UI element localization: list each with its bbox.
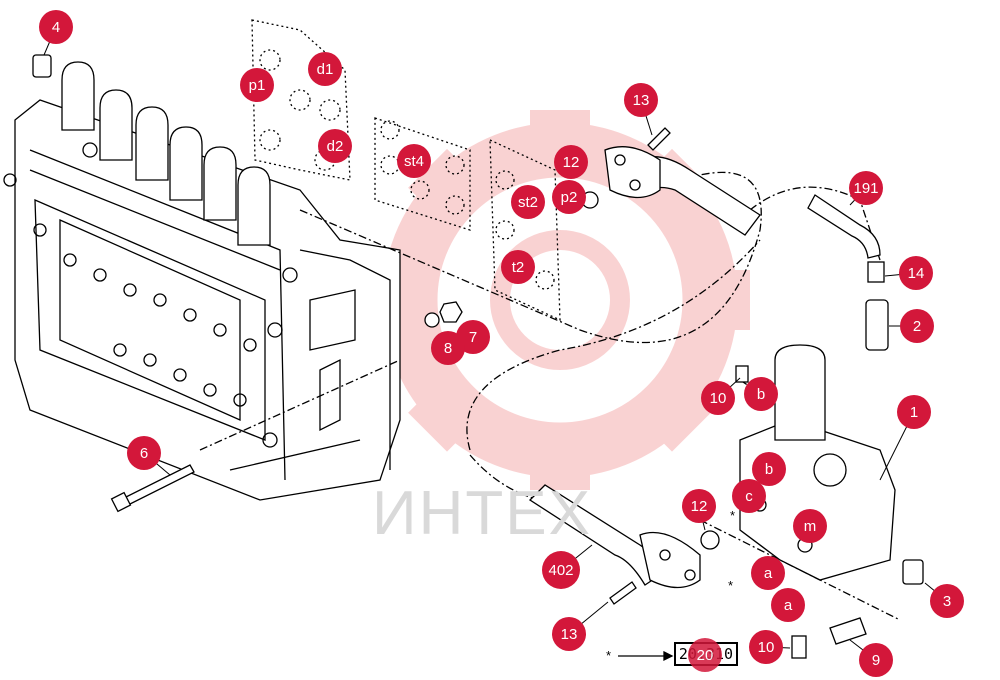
callout-13-lower[interactable]: 13 <box>552 617 586 651</box>
callout-a-lower[interactable]: a <box>771 588 805 622</box>
callout-14[interactable]: 14 <box>899 256 933 290</box>
marker-star: * <box>728 578 734 593</box>
callout-8[interactable]: 8 <box>431 331 465 365</box>
plug-4 <box>32 54 52 78</box>
reference-arrowhead <box>663 650 674 662</box>
solenoid-caps <box>61 61 271 246</box>
callout-a-upper[interactable]: a <box>751 556 785 590</box>
lower-hose <box>528 484 701 589</box>
fitting-10-upper <box>735 365 749 383</box>
callout-p2[interactable]: p2 <box>552 180 586 214</box>
plug-3 <box>902 559 924 585</box>
upper-hose <box>604 146 761 236</box>
callout-m[interactable]: m <box>793 509 827 543</box>
callout-3[interactable]: 3 <box>930 584 964 618</box>
fitting-10-lower <box>791 635 807 659</box>
callout-12-upper[interactable]: 12 <box>554 145 588 179</box>
callout-13-upper[interactable]: 13 <box>624 83 658 117</box>
o-ring-12-lower <box>700 530 720 550</box>
callout-ref[interactable]: 20 <box>688 638 722 672</box>
callout-c[interactable]: c <box>732 479 766 513</box>
callout-10-upper[interactable]: 10 <box>701 381 735 415</box>
callout-t2[interactable]: t2 <box>501 250 535 284</box>
callout-d1[interactable]: d1 <box>308 52 342 86</box>
watermark-text: ИНТЕХ <box>372 479 592 548</box>
bolt-13-upper <box>647 127 671 151</box>
callout-191[interactable]: 191 <box>849 171 883 205</box>
sensor-9 <box>829 617 867 645</box>
callout-st4[interactable]: st4 <box>397 144 431 178</box>
callout-st2[interactable]: st2 <box>511 185 545 219</box>
callout-d2[interactable]: d2 <box>318 129 352 163</box>
callout-12-lower[interactable]: 12 <box>682 489 716 523</box>
callout-6[interactable]: 6 <box>127 436 161 470</box>
callout-402[interactable]: 402 <box>542 551 580 589</box>
callout-p1[interactable]: p1 <box>240 68 274 102</box>
callout-2[interactable]: 2 <box>900 309 934 343</box>
callout-b-upper[interactable]: b <box>744 377 778 411</box>
callout-9[interactable]: 9 <box>859 643 893 677</box>
washer-8 <box>424 312 440 328</box>
reference-marker: * <box>606 648 612 663</box>
bolt-13-lower <box>609 581 637 605</box>
callout-b-lower[interactable]: b <box>752 452 786 486</box>
hose-191 <box>807 194 889 351</box>
callout-10-lower[interactable]: 10 <box>749 630 783 664</box>
callout-1[interactable]: 1 <box>897 395 931 429</box>
callout-4[interactable]: 4 <box>39 10 73 44</box>
gaskets <box>251 19 561 322</box>
bolt-6 <box>110 464 195 513</box>
nut-7 <box>439 301 463 323</box>
marker-star: * <box>730 508 736 523</box>
